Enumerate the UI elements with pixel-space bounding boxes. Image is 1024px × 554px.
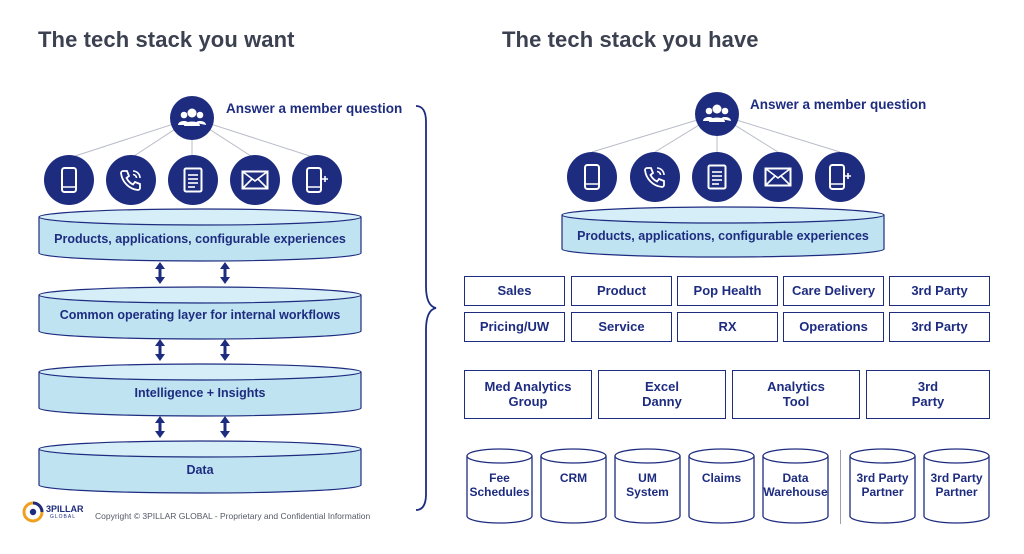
mobile-icon <box>567 152 617 202</box>
copyright-text: Copyright © 3PILLAR GLOBAL - Proprietary… <box>95 511 371 521</box>
document-icon <box>168 155 218 205</box>
analytics-box-3rd-party: 3rd Party <box>866 370 990 419</box>
layer-common-operating-label: Common operating layer for internal work… <box>59 308 341 322</box>
analytics-box-tool: Analytics Tool <box>732 370 860 419</box>
want-question-label: Answer a member question <box>226 101 403 116</box>
have-platform-label: Products, applications, configurable exp… <box>577 229 869 243</box>
phone-call-icon <box>630 152 680 202</box>
mobile-icon <box>44 155 94 205</box>
layer-common-operating: Common operating layer for internal work… <box>38 286 362 340</box>
grid-box-sales: Sales <box>464 276 565 306</box>
arrow-up-down-icon <box>155 416 165 438</box>
database-divider <box>840 450 841 524</box>
grid-box-operations: Operations <box>783 312 884 342</box>
layer-data: Data <box>38 440 362 494</box>
want-connector-lines <box>68 117 317 159</box>
layer-products-label: Products, applications, configurable exp… <box>54 232 346 246</box>
have-platform-layer: Products, applications, configurable exp… <box>561 206 885 258</box>
arrow-up-down-icon <box>155 339 165 361</box>
grid-box-pop-health: Pop Health <box>677 276 778 306</box>
heading-want: The tech stack you want <box>38 27 295 52</box>
grid-box-3rd-party: 3rd Party <box>889 312 990 342</box>
grid-box-care-delivery: Care Delivery <box>783 276 884 306</box>
document-icon <box>692 152 742 202</box>
company-logo: 3PILLAR GLOBAL <box>22 500 84 526</box>
mail-icon <box>230 155 280 205</box>
brace-separator <box>415 105 437 511</box>
have-question-label: Answer a member question <box>750 97 927 112</box>
arrow-up-down-icon <box>220 339 230 361</box>
layer-products: Products, applications, configurable exp… <box>38 208 362 262</box>
analytics-box-med-analytics: Med Analytics Group <box>464 370 592 419</box>
double-arrows <box>155 262 230 438</box>
grid-box-product: Product <box>571 276 672 306</box>
mobile-plus-icon <box>292 155 342 205</box>
layer-intelligence: Intelligence + Insights <box>38 363 362 417</box>
grid-box-3rd-party: 3rd Party <box>889 276 990 306</box>
layer-intelligence-label: Intelligence + Insights <box>134 386 266 400</box>
analytics-box-excel: Excel Danny <box>598 370 726 419</box>
grid-box-service: Service <box>571 312 672 342</box>
grid-box-rx: RX <box>677 312 778 342</box>
database-crm: CRM <box>540 448 607 524</box>
mail-icon <box>753 152 803 202</box>
grid-box-pricing-uw: Pricing/UW <box>464 312 565 342</box>
arrow-up-down-icon <box>220 416 230 438</box>
logo-ring-icon <box>22 501 44 523</box>
mobile-plus-icon <box>815 152 865 202</box>
members-avatar-icon <box>695 92 739 136</box>
arrow-up-down-icon <box>220 262 230 284</box>
database-claims: Claims <box>688 448 755 524</box>
phone-call-icon <box>106 155 156 205</box>
arrow-up-down-icon <box>155 262 165 284</box>
layer-data-label: Data <box>186 463 214 477</box>
heading-have: The tech stack you have <box>502 27 759 52</box>
members-avatar-icon <box>170 96 214 140</box>
